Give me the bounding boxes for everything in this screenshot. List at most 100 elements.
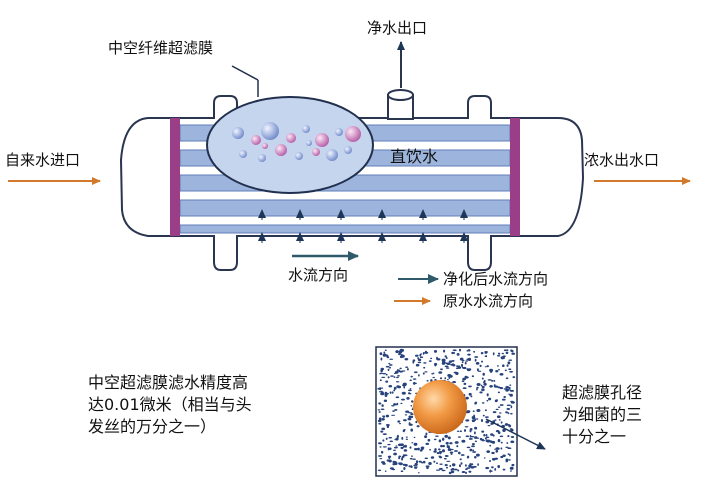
pore-note-line: 超滤膜孔径: [562, 383, 643, 402]
pore-dot: [461, 366, 464, 369]
pore-dot: [404, 454, 408, 457]
pore-dot: [469, 448, 473, 452]
pore-dot: [412, 378, 417, 380]
pore-dot: [456, 365, 459, 367]
pore-dot: [435, 469, 441, 471]
pore-dot: [400, 470, 404, 473]
pore-dot: [391, 468, 396, 471]
pore-dot: [464, 361, 467, 365]
pore-dot: [509, 393, 513, 397]
pore-dot: [401, 398, 405, 401]
pore-dot: [402, 348, 405, 352]
pore-dot: [474, 358, 477, 362]
membrane-magnifier: [206, 65, 374, 194]
pore-dot: [484, 409, 487, 412]
pore-dot: [495, 429, 500, 433]
pore-dot: [445, 362, 448, 365]
pore-dot: [433, 438, 437, 441]
pore-dot: [444, 365, 449, 368]
pore-dot: [446, 460, 451, 462]
pore-dot: [393, 452, 397, 456]
pore-dot: [389, 364, 393, 366]
pore-dot: [442, 360, 445, 364]
pore-dot: [474, 440, 478, 443]
pore-dot: [467, 349, 471, 352]
pore-dot: [475, 362, 480, 365]
pore-dot: [464, 464, 467, 467]
pore-dot: [428, 461, 432, 466]
pore-dot: [460, 363, 464, 367]
particle: [326, 149, 338, 161]
pore-dot: [498, 412, 502, 414]
pore-dot: [425, 465, 430, 468]
pore-dot: [452, 349, 457, 352]
pore-dot: [395, 445, 398, 447]
pore-dot: [408, 412, 413, 414]
pore-dot: [453, 450, 459, 452]
pore-dot: [487, 379, 492, 381]
pore-dot: [446, 466, 448, 469]
pore-dot: [476, 368, 479, 372]
pore-dot: [380, 450, 384, 454]
pore-dot: [405, 366, 409, 368]
pore-dot: [508, 459, 511, 461]
pore-dot: [452, 363, 455, 367]
pore-dot: [378, 402, 382, 405]
pore-dot: [434, 364, 437, 367]
pore-dot: [505, 386, 510, 389]
pore-dot: [400, 446, 404, 450]
pore-dot: [453, 468, 458, 471]
pore-dot: [497, 352, 501, 355]
pore-dot: [472, 449, 475, 452]
pore-dot: [401, 436, 404, 440]
pore-dot: [460, 454, 465, 456]
pore-dot: [422, 372, 425, 375]
pore-dot: [443, 349, 446, 353]
pore-dot: [497, 406, 501, 408]
pore-dot: [462, 377, 467, 380]
pore-dot: [444, 377, 447, 380]
pore-dot: [395, 350, 399, 354]
pore-dot: [509, 428, 513, 431]
pore-dot: [489, 385, 493, 388]
pore-dot: [379, 372, 383, 375]
pore-dot: [384, 349, 387, 352]
pore-dot: [377, 442, 383, 445]
pore-dot: [387, 368, 390, 372]
pore-dot: [464, 375, 468, 379]
pore-dot: [508, 386, 511, 390]
pore-dot: [502, 468, 506, 471]
pore-dot: [481, 402, 485, 404]
pore-dot: [438, 455, 442, 457]
pore-dot: [461, 470, 466, 474]
pore-dot: [494, 385, 499, 388]
pore-dot: [457, 469, 460, 472]
pore-dot: [495, 369, 499, 373]
pore-dot: [480, 419, 484, 422]
pore-dot: [410, 375, 413, 378]
pore-dot: [413, 436, 416, 439]
pore-dot: [396, 369, 399, 372]
pore-dot: [439, 463, 443, 465]
pore-dot: [451, 351, 454, 355]
pore-dot: [447, 445, 450, 449]
pore-dot: [379, 387, 382, 391]
pore-dot: [477, 370, 482, 372]
pore-dot: [507, 453, 510, 455]
pore-dot: [391, 405, 395, 407]
pore-dot: [434, 448, 437, 451]
pore-dot: [485, 436, 490, 439]
pore-pointer-arrow: [485, 418, 546, 450]
pore-dot: [409, 379, 412, 382]
pore-dot: [382, 446, 387, 448]
pore-dot: [442, 437, 445, 441]
pore-dot: [379, 352, 383, 356]
pore-dot: [380, 357, 383, 361]
pore-dot: [449, 442, 453, 445]
pore-dot: [398, 462, 400, 465]
pore-dot: [403, 383, 407, 386]
pore-dot: [445, 367, 450, 369]
pore-dot: [377, 409, 381, 411]
precision-note-line: 达0.01微米（相当与头: [88, 395, 252, 414]
pore-dot: [471, 419, 475, 423]
